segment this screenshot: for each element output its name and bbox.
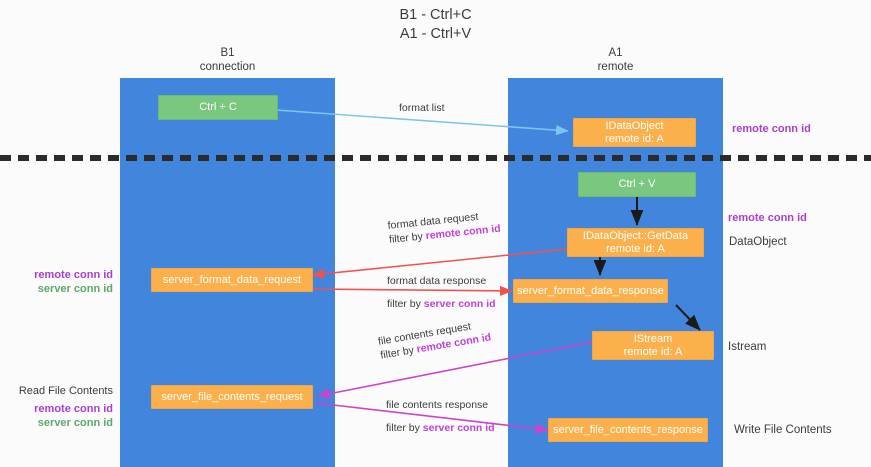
edge-label-format-data-response-filter: filter by server conn id	[387, 297, 496, 311]
column-header-b1: B1 connection	[150, 47, 305, 74]
node-server-file-contents-request[interactable]: server_file_contents_request	[151, 385, 313, 409]
node-istream[interactable]: IStream remote id: A	[592, 331, 714, 360]
node-istream-line2: remote id: A	[623, 345, 683, 358]
annotation-remote-conn-id-mid: remote conn id	[728, 212, 807, 224]
node-ctrl-c[interactable]: Ctrl + C	[158, 95, 278, 120]
column-header-b1-name: B1	[220, 47, 235, 59]
edge-label-format-data-response-text: format data response	[387, 275, 487, 287]
node-idataobject-line1: IDataObject	[605, 119, 664, 132]
column-header-a1-name: A1	[608, 47, 623, 59]
node-server-format-data-response-label: server_format_data_response	[517, 284, 664, 297]
edge-label-format-data-request: format data request filter by remote con…	[387, 208, 501, 247]
node-server-format-data-request[interactable]: server_format_data_request	[151, 268, 313, 292]
edge-label-file-contents-response: file contents response filter by server …	[386, 398, 495, 435]
node-server-file-contents-response-label: server_file_contents_response	[553, 423, 703, 436]
filter-key-server-conn-id: server conn id	[423, 298, 496, 310]
node-idataobject[interactable]: IDataObject remote id: A	[573, 118, 696, 147]
edge-label-file-contents-request: file contents request filter by remote c…	[377, 317, 492, 363]
node-server-format-data-response[interactable]: server_format_data_response	[513, 279, 668, 303]
filter-prefix: filter by	[387, 298, 424, 310]
annotation-left-server-conn-id-mid: server conn id	[37, 283, 113, 295]
filter-prefix: filter by	[388, 230, 427, 246]
node-server-file-contents-request-label: server_file_contents_request	[161, 390, 303, 403]
edge-label-format-data-response: format data response filter by server co…	[387, 274, 496, 311]
annotation-left-server-conn-id-bottom: server conn id	[37, 417, 113, 429]
column-header-a1: A1 remote	[538, 47, 693, 74]
title-line-1: B1 - Ctrl+C	[399, 7, 472, 23]
node-idataobject-getdata[interactable]: IDataObject::GetData remote id: A	[567, 228, 704, 257]
node-idataobject-line2: remote id: A	[605, 132, 664, 145]
node-server-format-data-request-label: server_format_data_request	[162, 273, 302, 286]
annotation-istream: Istream	[728, 341, 767, 353]
edge-label-file-contents-response-text: file contents response	[386, 399, 489, 411]
node-getdata-line2: remote id: A	[606, 242, 665, 255]
annotation-left-remote-conn-id-mid: remote conn id	[34, 269, 113, 281]
column-header-b1-role: connection	[199, 60, 256, 73]
column-header-a1-role: remote	[597, 60, 634, 73]
annotation-write-file-contents: Write File Contents	[734, 424, 832, 436]
filter-key-server-conn-id: server conn id	[422, 422, 495, 434]
annotation-dataobject: DataObject	[729, 236, 787, 248]
annotation-remote-conn-id-top: remote conn id	[732, 123, 811, 135]
node-ctrl-v-label: Ctrl + V	[618, 178, 656, 190]
page-title: B1 - Ctrl+C A1 - Ctrl+V	[0, 6, 871, 44]
edge-label-format-list: format list	[399, 101, 445, 115]
title-line-2: A1 - Ctrl+V	[399, 26, 472, 42]
node-ctrl-v[interactable]: Ctrl + V	[578, 172, 696, 197]
node-istream-line1: IStream	[633, 332, 673, 345]
edge-label-file-contents-response-filter: filter by server conn id	[386, 421, 495, 435]
edge-label-format-list-text: format list	[399, 102, 445, 114]
node-ctrl-c-label: Ctrl + C	[199, 101, 237, 113]
annotation-left-remote-conn-id-bottom: remote conn id	[34, 403, 113, 415]
filter-prefix: filter by	[386, 422, 423, 434]
annotation-read-file-contents: Read File Contents	[18, 385, 113, 397]
node-getdata-line1: IDataObject::GetData	[582, 229, 689, 242]
node-server-file-contents-response[interactable]: server_file_contents_response	[548, 418, 708, 442]
